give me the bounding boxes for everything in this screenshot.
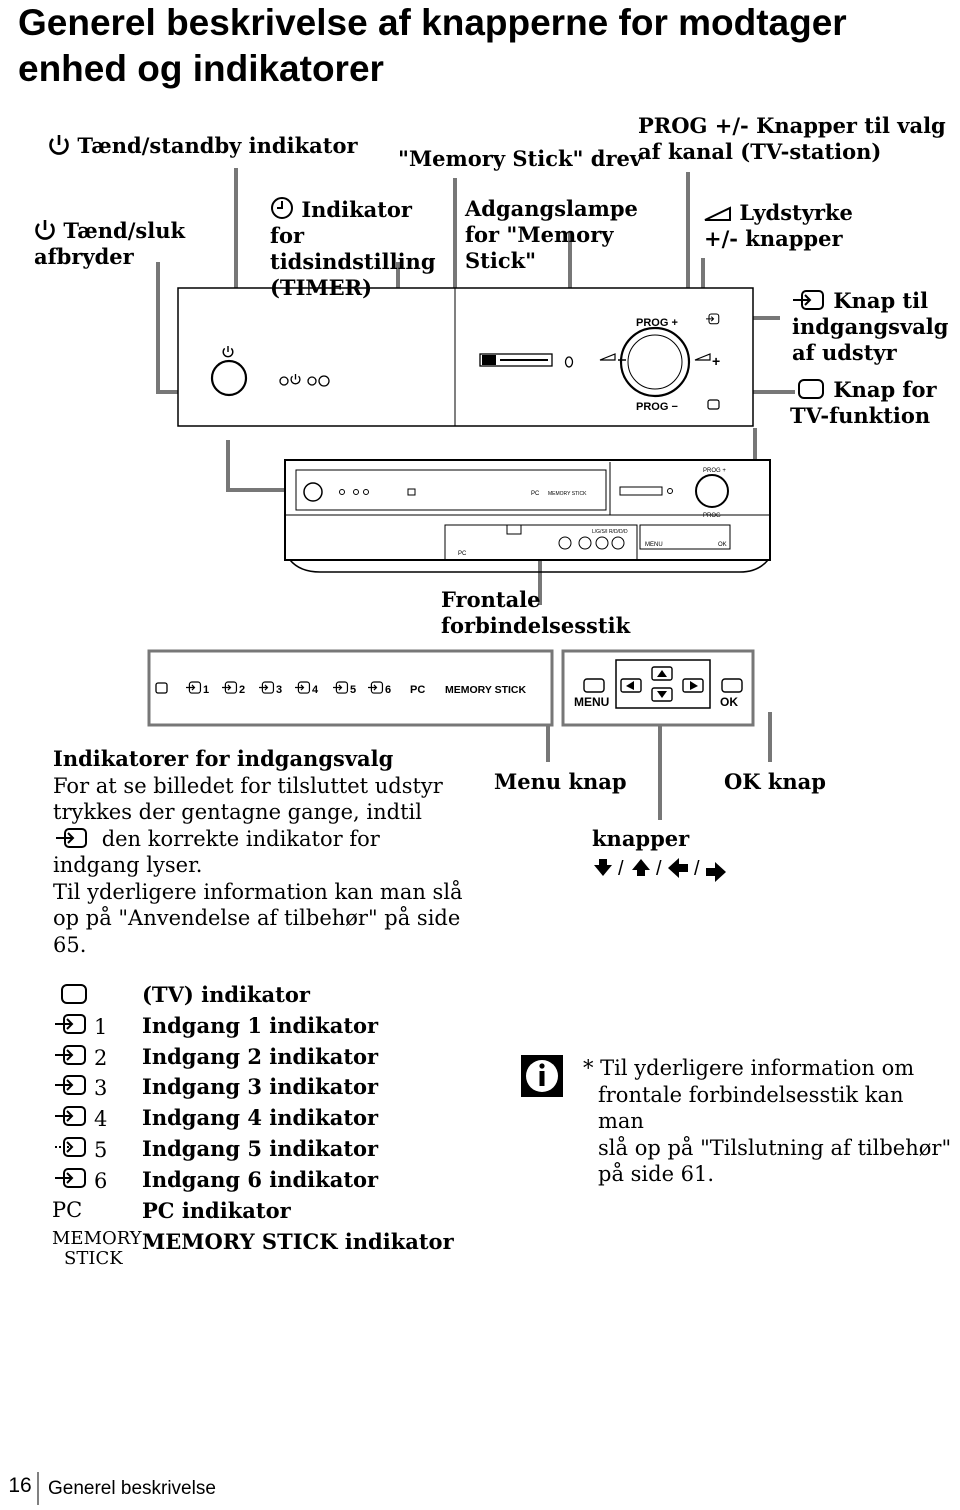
- menu-label: MENU: [574, 695, 609, 709]
- strip-memory-stick: MEMORY STICK: [445, 684, 527, 696]
- svg-text:/: /: [694, 858, 700, 880]
- unit-menu-label: MENU: [645, 542, 663, 548]
- legend-text: Indgang 5 indikator: [142, 1136, 379, 1161]
- label-front-connectors: Frontale forbindelsesstik: [441, 587, 631, 638]
- desc-line-2: trykkes der gentagne gange, indtil: [53, 800, 422, 824]
- page-title: Generel beskrivelse af knapperne for mod…: [18, 2, 847, 89]
- desc-line-4: indgang lyser.: [53, 853, 203, 877]
- volume-icon: [704, 206, 731, 221]
- input-icon: [56, 827, 87, 848]
- strip-input-2: 2: [239, 684, 245, 696]
- input-indicators-description: Indikatorer for indgangsvalg For at se b…: [53, 746, 483, 958]
- input-icon: [55, 1168, 86, 1188]
- desc-line-6: op på "Anvendelse af tilbehør" på side: [53, 906, 461, 930]
- label-timer-indicator: Indikator for tidsindstilling (TIMER): [270, 197, 436, 300]
- label-prog-buttons: PROG +/- Knapper til valg af kanal (TV-s…: [638, 113, 946, 164]
- unit-ok-label: OK: [718, 542, 727, 548]
- label-volume-buttons: Lydstyrke +/- knapper: [704, 200, 853, 251]
- desc-line-7: 65.: [53, 932, 87, 957]
- prog-minus-label: PROG −: [636, 401, 678, 413]
- svg-text:/: /: [656, 858, 662, 880]
- label-access-lamp: Adgangslampe for "Memory Stick": [465, 196, 638, 273]
- legend-text: Indgang 6 indikator: [142, 1167, 379, 1192]
- input-icon: [55, 1045, 86, 1065]
- unit-jacks-label: L/G/S/I R/D/D/D: [592, 529, 628, 535]
- strip-input-3: 3: [276, 684, 282, 696]
- label-ok-button: OK knap: [724, 769, 826, 794]
- tv-icon: [61, 984, 87, 1004]
- page-number: 16: [8, 1474, 32, 1497]
- section-name: Generel beskrivelse: [48, 1478, 216, 1499]
- power-icon: [49, 135, 69, 155]
- note-line-1: * Til yderligere information om: [583, 1056, 915, 1080]
- unit-front-view: MEMORY STICK PC PROG + PROG − MENU OK L/…: [284, 459, 771, 573]
- tv-icon: [798, 379, 824, 399]
- desc-line-3: den korrekte indikator for: [53, 826, 483, 853]
- ok-label: OK: [720, 695, 738, 709]
- legend-text: (TV) indikator: [142, 982, 310, 1007]
- prog-plus-label: PROG +: [636, 317, 678, 329]
- timer-icon: [271, 197, 293, 219]
- input-icon: [55, 1075, 86, 1095]
- label-arrow-buttons: knapper: [592, 826, 690, 851]
- legend-text: PC indikator: [142, 1198, 291, 1223]
- info-icon: [521, 1055, 563, 1097]
- label-power-switch: Tænd/sluk afbryder: [34, 218, 186, 269]
- strip-input-6: 6: [385, 684, 391, 696]
- note-line-4: på side 61.: [598, 1162, 715, 1186]
- legend-symbol-pc: PC: [52, 1198, 83, 1222]
- note-line-3: slå op på "Tilslutning af tilbehør": [598, 1135, 952, 1160]
- unit-pc-port-label: PC: [458, 551, 467, 557]
- legend-text: Indgang 2 indikator: [142, 1044, 379, 1069]
- input-icon: [55, 1106, 86, 1126]
- input-indicators-heading: Indikatorer for indgangsvalg: [53, 746, 394, 771]
- unit-prog-plus: PROG +: [703, 468, 726, 474]
- desc-line-5: Til yderligere information kan man slå: [53, 879, 463, 904]
- strip-input-5: 5: [350, 684, 356, 696]
- unit-prog-minus: PROG −: [703, 513, 726, 519]
- label-power-standby-indicator: Tænd/standby indikator: [48, 133, 358, 159]
- note: * Til yderligere information om frontale…: [583, 1055, 953, 1188]
- label-memory-stick-slot: "Memory Stick" drev: [398, 146, 643, 171]
- svg-text:/: /: [618, 858, 624, 880]
- arrow-symbols-row: / / /: [594, 858, 726, 882]
- input-icon: [793, 290, 824, 310]
- strip-input-1: 1: [203, 684, 209, 696]
- input-dotted-icon: [55, 1137, 86, 1157]
- input-icon: [55, 1014, 86, 1034]
- unit-pc-label: PC: [531, 491, 540, 497]
- svg-text:+: +: [712, 353, 720, 369]
- label-input-select-button: Knap til indgangsvalg af udstyr: [792, 288, 949, 365]
- strip-input-4: 4: [312, 684, 319, 696]
- power-icon: [35, 220, 55, 240]
- legend-text: Indgang 3 indikator: [142, 1074, 379, 1099]
- strip-pc: PC: [410, 684, 425, 696]
- legend-text: Indgang 1 indikator: [142, 1013, 379, 1038]
- unit-strip-label: MEMORY STICK: [548, 491, 587, 497]
- label-menu-button: Menu knap: [494, 769, 627, 794]
- label-tv-function-button: Knap for TV-funktion: [790, 377, 937, 428]
- legend-text: Indgang 4 indikator: [142, 1105, 379, 1130]
- legend-text: MEMORY STICK indikator: [142, 1229, 454, 1254]
- note-line-2: frontale forbindelsesstik kan man: [598, 1082, 904, 1134]
- desc-line-1: For at se billedet for tilsluttet udstyr: [53, 773, 443, 798]
